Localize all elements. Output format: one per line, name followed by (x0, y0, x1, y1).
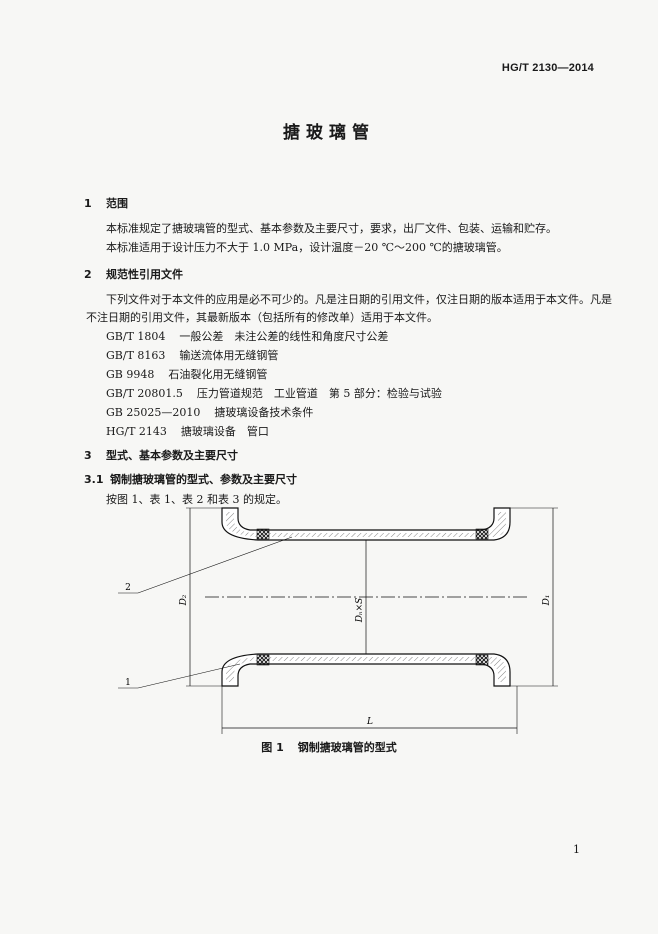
page-number: 1 (573, 843, 580, 856)
d1-label: D₁ (542, 595, 552, 607)
section-title: 型式、基本参数及主要尺寸 (106, 449, 238, 462)
pipe-wall-top (221, 507, 511, 541)
reference-item: GB/T 1804 一般公差 未注公差的线性和角度尺寸公差 (106, 328, 388, 344)
section-number: 2 (84, 268, 92, 281)
figure-number: 图 1 (261, 741, 284, 754)
section-3-1-heading: 3.1 钢制搪玻璃管的型式、参数及主要尺寸 (84, 471, 297, 487)
pipe-drawing: D₂ Dₙ×S D₁ L 2 1 (118, 507, 558, 734)
scope-paragraph-2: 本标准适用于设计压力不大于 1.0 MPa，设计温度－20 ℃～200 ℃的搪玻… (106, 241, 508, 254)
callout-2-leader (137, 536, 293, 594)
reference-code: HG/T 2143 (106, 425, 167, 438)
reference-title: 一般公差 未注公差的线性和角度尺寸公差 (179, 330, 389, 343)
l-label: L (366, 717, 373, 727)
section-number: 3.1 (84, 473, 104, 486)
reference-code: GB/T 8163 (106, 349, 166, 362)
d2-label: D₂ (179, 594, 189, 606)
section-title: 规范性引用文件 (106, 268, 183, 281)
section-2-heading: 2 规范性引用文件 (84, 266, 183, 282)
gasket-bottom-right (475, 654, 489, 666)
section-number: 3 (84, 449, 92, 462)
callout-1-leader (137, 663, 241, 689)
reference-item: GB/T 8163 输送流体用无缝钢管 (106, 347, 278, 363)
standard-code: HG/T 2130—2014 (501, 62, 594, 74)
reference-title: 压力管道规范 工业管道 第 5 部分：检验与试验 (196, 387, 442, 400)
reference-title: 搪玻璃设备 管口 (180, 425, 269, 438)
reference-item: GB/T 20801.5 压力管道规范 工业管道 第 5 部分：检验与试验 (106, 385, 442, 401)
gasket-bottom-left (256, 654, 270, 666)
figure-caption: 图 1 钢制搪玻璃管的型式 (0, 739, 658, 755)
callout-1-label: 1 (125, 678, 131, 688)
page-title: 搪玻璃管 (283, 123, 375, 143)
section-3-1-paragraph: 按图 1、表 1、表 2 和表 3 的规定。 (106, 493, 287, 506)
reference-code: GB/T 1804 (106, 330, 166, 343)
section-number: 1 (84, 197, 92, 210)
gasket-top-right (475, 528, 489, 540)
reference-title: 搪玻璃设备技术条件 (214, 406, 314, 419)
dn-s-label: Dₙ×S (355, 598, 365, 624)
reference-code: GB/T 20801.5 (106, 387, 183, 400)
figure-title: 钢制搪玻璃管的型式 (297, 741, 397, 754)
gasket-top-left (256, 528, 270, 540)
section-title: 范围 (106, 197, 128, 210)
reference-item: GB 25025—2010 搪玻璃设备技术条件 (106, 404, 313, 420)
reference-item: GB 9948 石油裂化用无缝钢管 (106, 366, 267, 382)
reference-code: GB 25025—2010 (106, 406, 201, 419)
section-3-heading: 3 型式、基本参数及主要尺寸 (84, 447, 238, 463)
reference-item: HG/T 2143 搪玻璃设备 管口 (106, 423, 269, 439)
section-1-heading: 1 范围 (84, 195, 128, 211)
normative-intro: 下列文件对于本文件的应用是必不可少的。凡是注日期的引用文件，仅注日期的版本适用于… (86, 293, 612, 324)
scope-paragraph-1: 本标准规定了搪玻璃管的型式、基本参数及主要尺寸，要求，出厂文件、包装、运输和贮存… (106, 222, 557, 235)
section-title: 钢制搪玻璃管的型式、参数及主要尺寸 (110, 473, 297, 486)
reference-code: GB 9948 (106, 368, 155, 381)
reference-title: 石油裂化用无缝钢管 (168, 368, 268, 381)
callout-2-label: 2 (125, 583, 131, 593)
reference-title: 输送流体用无缝钢管 (179, 349, 279, 362)
pipe-wall-bottom (221, 653, 511, 687)
